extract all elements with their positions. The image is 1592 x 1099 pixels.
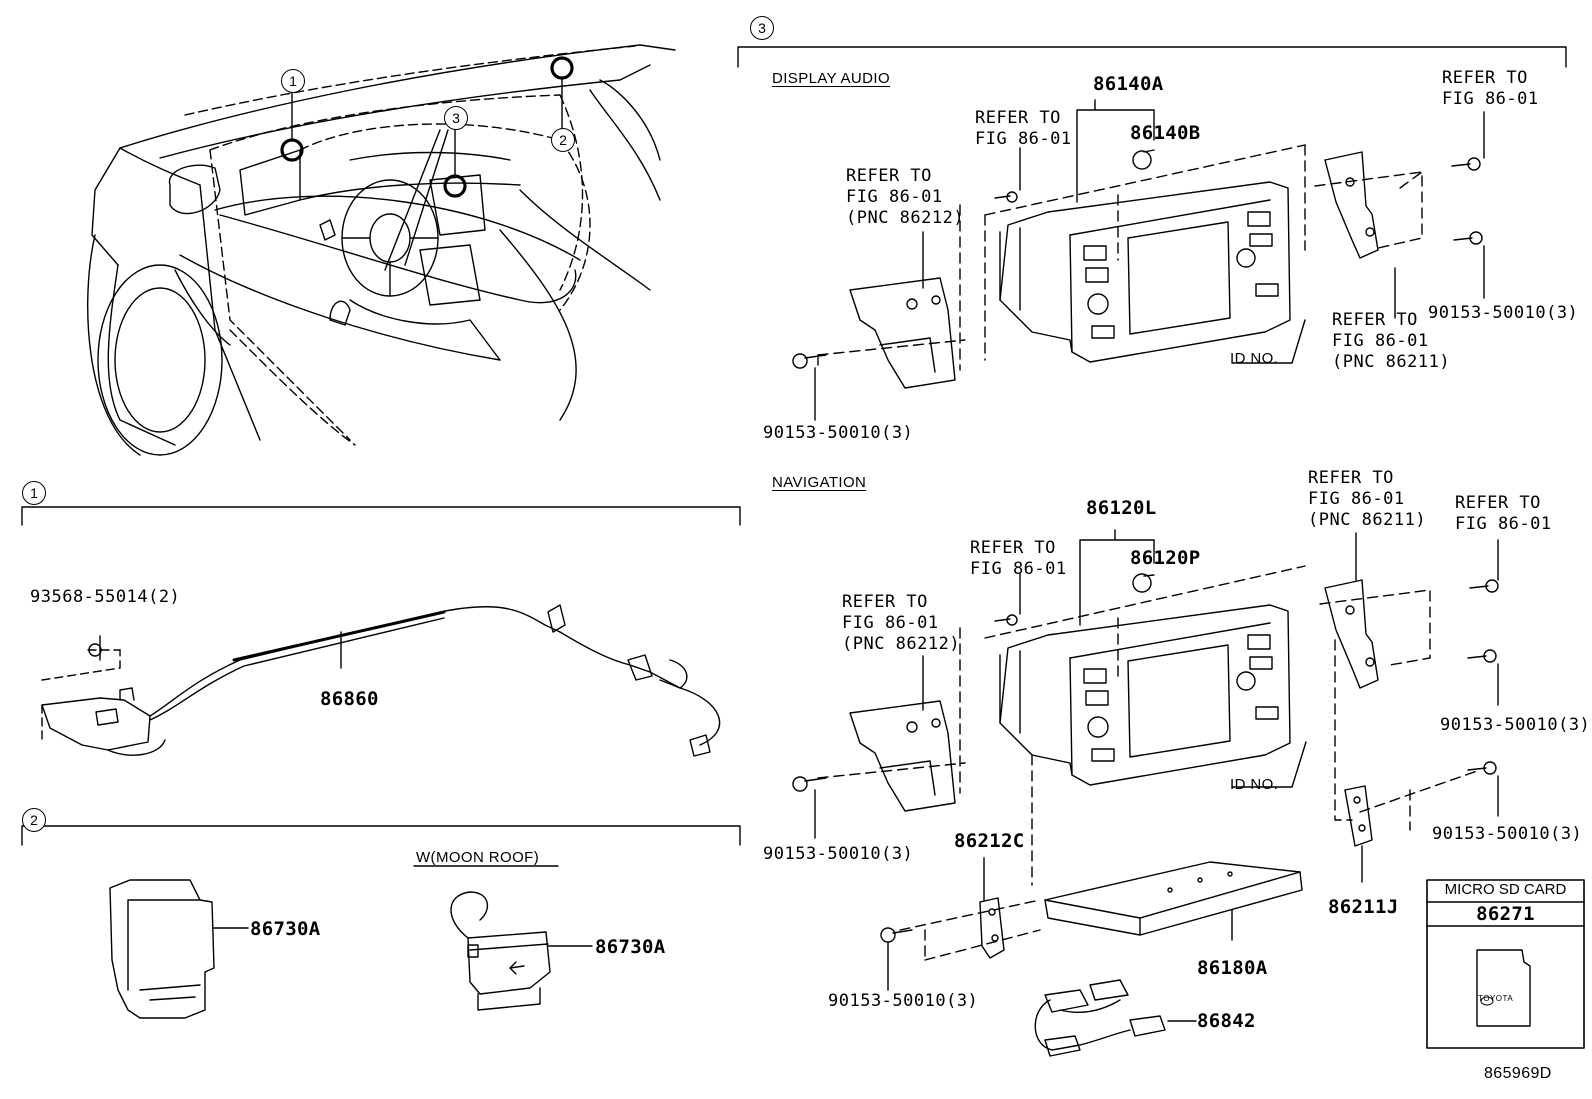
part-number-86180a: 86180A	[1197, 957, 1268, 979]
part-number-86842: 86842	[1197, 1010, 1256, 1032]
micro-sd-toyota-logo: TOYOTA	[1478, 994, 1514, 1003]
section-1-frame	[21, 506, 741, 526]
roof-antenna-cord-assembly	[41, 604, 721, 757]
moon-roof-label: W(MOON ROOF)	[416, 849, 540, 866]
part-number-86140b: 86140B	[1130, 122, 1201, 144]
overhead-microphone-left	[109, 879, 249, 1019]
vehicle-interior-illustration	[87, 44, 676, 456]
display-audio-assembly	[792, 99, 1485, 421]
section-1-marker: 1	[22, 481, 46, 505]
part-number-86730a-right: 86730A	[595, 936, 666, 958]
section-2-frame	[21, 825, 741, 867]
navigation-ref-top-right: REFER TO FIG 86-01 (PNC 86211)	[1308, 468, 1427, 530]
part-number-86120p: 86120P	[1130, 547, 1201, 569]
micro-sd-card-box	[1426, 879, 1585, 1049]
navigation-ref-mid: REFER TO FIG 86-01	[970, 538, 1067, 579]
navigation-assembly	[792, 529, 1499, 1057]
section-3-marker: 3	[750, 16, 774, 40]
navigation-screw-right-a: 90153-50010(3)	[1440, 715, 1591, 735]
part-number-86212c: 86212C	[954, 830, 1025, 852]
part-number-86140a: 86140A	[1093, 73, 1164, 95]
part-number-86211j: 86211J	[1328, 896, 1399, 918]
display-audio-ref-left: REFER TO FIG 86-01 (PNC 86212)	[846, 166, 965, 228]
figure-code: 865969D	[1484, 1065, 1552, 1082]
callout-1-overview: 1	[281, 69, 305, 93]
display-audio-screw-left: 90153-50010(3)	[763, 423, 914, 443]
navigation-ref-far-right: REFER TO FIG 86-01	[1455, 493, 1552, 534]
micro-sd-card-header: MICRO SD CARD	[1444, 881, 1567, 898]
callout-2-overview: 2	[551, 128, 575, 152]
display-audio-ref-right-bottom: REFER TO FIG 86-01 (PNC 86211)	[1332, 310, 1451, 372]
display-audio-screw-right: 90153-50010(3)	[1428, 303, 1579, 323]
section-2-marker: 2	[22, 808, 46, 832]
overhead-microphone-right	[450, 891, 593, 1011]
part-number-93568-55014: 93568-55014(2)	[30, 587, 181, 607]
navigation-ref-left: REFER TO FIG 86-01 (PNC 86212)	[842, 592, 961, 654]
section-3-frame	[737, 46, 1567, 68]
part-number-86271: 86271	[1476, 903, 1535, 925]
navigation-heading: NAVIGATION	[772, 474, 867, 491]
navigation-id-no: ID NO.	[1230, 776, 1279, 793]
display-audio-ref-right-top: REFER TO FIG 86-01	[1442, 68, 1539, 109]
part-number-86120l: 86120L	[1086, 497, 1157, 519]
display-audio-ref-mid: REFER TO FIG 86-01	[975, 108, 1072, 149]
callout-3-overview: 3	[444, 106, 468, 130]
part-number-86860: 86860	[320, 688, 379, 710]
part-number-86730a-left: 86730A	[250, 918, 321, 940]
display-audio-id-no: ID NO.	[1230, 350, 1279, 367]
navigation-screw-bottom: 90153-50010(3)	[828, 991, 979, 1011]
navigation-screw-left: 90153-50010(3)	[763, 844, 914, 864]
navigation-screw-right-b: 90153-50010(3)	[1432, 824, 1583, 844]
display-audio-heading: DISPLAY AUDIO	[772, 70, 891, 87]
